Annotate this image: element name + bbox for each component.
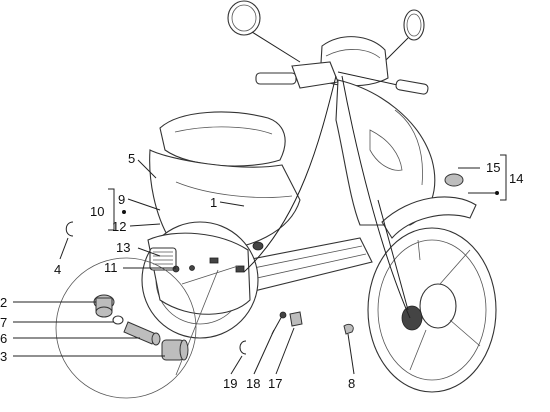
label-7: 7: [0, 315, 7, 330]
part-labels: 1 2 3 4 5 6 7 8 9 10 11 12 13 14 15 17 1…: [0, 151, 523, 391]
scooter-illustration: [141, 0, 497, 393]
part-19-clip: [239, 340, 247, 355]
seat: [159, 111, 286, 167]
mirror-right: [383, 9, 425, 63]
label-17: 17: [268, 376, 282, 391]
part-15-cap: [444, 173, 464, 187]
label-5: 5: [128, 151, 135, 166]
label-9: 9: [118, 192, 125, 207]
label-14: 14: [509, 171, 523, 186]
part-7-ring: [112, 315, 124, 325]
label-12: 12: [112, 219, 126, 234]
label-6: 6: [0, 331, 7, 346]
front-wheel: [367, 227, 497, 393]
label-1: 1: [210, 195, 217, 210]
mirror-left: [227, 0, 301, 63]
part-8-clip: [343, 323, 354, 335]
label-8: 8: [348, 376, 355, 391]
front-fender: [381, 196, 477, 239]
leader-lines: [13, 154, 507, 375]
windscreen: [319, 36, 389, 87]
part-6-sleeve: [123, 321, 161, 346]
detail-inset: [55, 257, 239, 399]
part-3-cable-end: [161, 339, 189, 361]
label-15: 15: [486, 160, 500, 175]
part-2-cable-adjuster: [93, 294, 115, 318]
label-10: 10: [90, 204, 104, 219]
label-18: 18: [246, 376, 260, 391]
label-11: 11: [104, 260, 118, 275]
part-17-bracket: [289, 311, 303, 327]
label-19: 19: [223, 376, 237, 391]
label-13: 13: [116, 240, 130, 255]
engine-cover: [147, 232, 251, 315]
label-4: 4: [54, 262, 61, 277]
front-brake-cable: [341, 75, 411, 319]
label-3: 3: [0, 349, 7, 364]
rear-brake-cable: [243, 75, 337, 273]
part-4-clip: [65, 221, 74, 237]
label-2: 2: [0, 295, 7, 310]
